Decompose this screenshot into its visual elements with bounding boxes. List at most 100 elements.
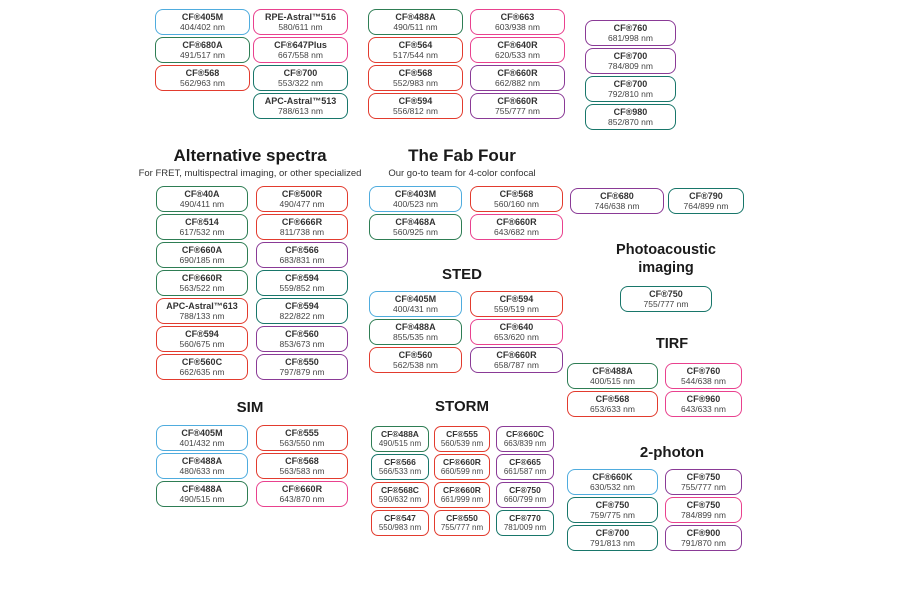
dye-name: CF®660R [496, 217, 537, 227]
dye-wavelengths: 553/322 nm [278, 78, 323, 88]
dye-wavelengths: 755/777 nm [495, 106, 540, 116]
dye-wavelengths: 690/185 nm [179, 255, 225, 265]
dye-name: CF®900 [686, 528, 721, 538]
dye-name: CF®660R [497, 68, 538, 78]
dye-name: CF®568 [398, 68, 433, 78]
dye-name: CF®550 [285, 357, 319, 367]
photoacoustic-title-line1: Photoacoustic [616, 242, 716, 258]
dye-name: CF®514 [185, 217, 219, 227]
dye-wavelengths: 661/587 nm [503, 467, 547, 476]
dye-name: CF®760 [613, 23, 648, 33]
dye-wavelengths: 653/620 nm [494, 332, 539, 342]
dye-wavelengths: 400/523 nm [393, 199, 438, 209]
dye-name: CF®750 [595, 500, 630, 510]
dye-name: CF®700 [595, 528, 630, 538]
dye-name: CF®488A [395, 322, 436, 332]
dye-name: CF®680A [182, 40, 223, 50]
dye-name: CF®547 [384, 513, 416, 523]
dye-name: CF®660A [181, 245, 223, 255]
section-subtitle-fab-four: Our go-to team for 4-color confocal [388, 168, 536, 179]
dye-wavelengths: 755/777 nm [681, 482, 726, 492]
dye-name: CF®666R [281, 217, 323, 227]
section-title-photoacoustic: Photoacoustic imaging [586, 241, 746, 277]
section-title-sim: SIM [236, 399, 264, 416]
dye-name: CF®760 [686, 366, 721, 376]
dye-name: CF®594 [398, 96, 433, 106]
dye-wavelengths: 643/870 nm [279, 494, 325, 504]
dye-name: CF®468A [395, 217, 436, 227]
dye-name: CF®640R [497, 40, 538, 50]
dye-name: CF®568C [381, 485, 419, 495]
dye-wavelengths: 580/611 nm [278, 22, 323, 32]
dye-name: CF®564 [398, 40, 433, 50]
dye-name: CF®405M [181, 12, 224, 22]
dye-name: CF®560C [181, 357, 223, 367]
dye-wavelengths: 643/682 nm [494, 227, 539, 237]
dye-name: CF®700 [283, 68, 318, 78]
dye-name: CF®680 [600, 191, 634, 201]
dye-wavelengths: 603/938 nm [495, 22, 540, 32]
dye-wavelengths: 490/477 nm [279, 199, 325, 209]
dye-wavelengths: 681/998 nm [608, 33, 653, 43]
dye-wavelengths: 550/983 nm [378, 523, 422, 532]
dye-name: CF®790 [689, 191, 723, 201]
dye-name: CF®660R [443, 457, 481, 467]
dye-wavelengths: 784/809 nm [608, 61, 653, 71]
dye-name: CF®550 [446, 513, 478, 523]
dye-name: CF®560 [285, 329, 319, 339]
dye-wavelengths: 653/633 nm [590, 404, 635, 414]
dye-wavelengths: 759/775 nm [590, 510, 635, 520]
dye-wavelengths: 563/550 nm [279, 438, 325, 448]
dye-wavelengths: 755/777 nm [643, 299, 689, 309]
dye-wavelengths: 784/899 nm [681, 510, 726, 520]
dye-wavelengths: 517/544 nm [393, 50, 438, 60]
dye-wavelengths: 560/539 nm [440, 439, 484, 448]
dye-name: CF®647Plus [274, 40, 327, 50]
dye-wavelengths: 811/738 nm [279, 227, 325, 237]
dye-name: CF®665 [509, 457, 541, 467]
dye-wavelengths: 490/515 nm [179, 494, 225, 504]
dye-name: CF®750 [686, 500, 721, 510]
dye-wavelengths: 755/777 nm [440, 523, 484, 532]
dye-wavelengths: 590/632 nm [378, 495, 422, 504]
dye-wavelengths: 658/787 nm [494, 360, 539, 370]
dye-wavelengths: 853/673 nm [279, 339, 325, 349]
dye-wavelengths: 559/519 nm [494, 304, 539, 314]
dye-wavelengths: 617/532 nm [179, 227, 225, 237]
